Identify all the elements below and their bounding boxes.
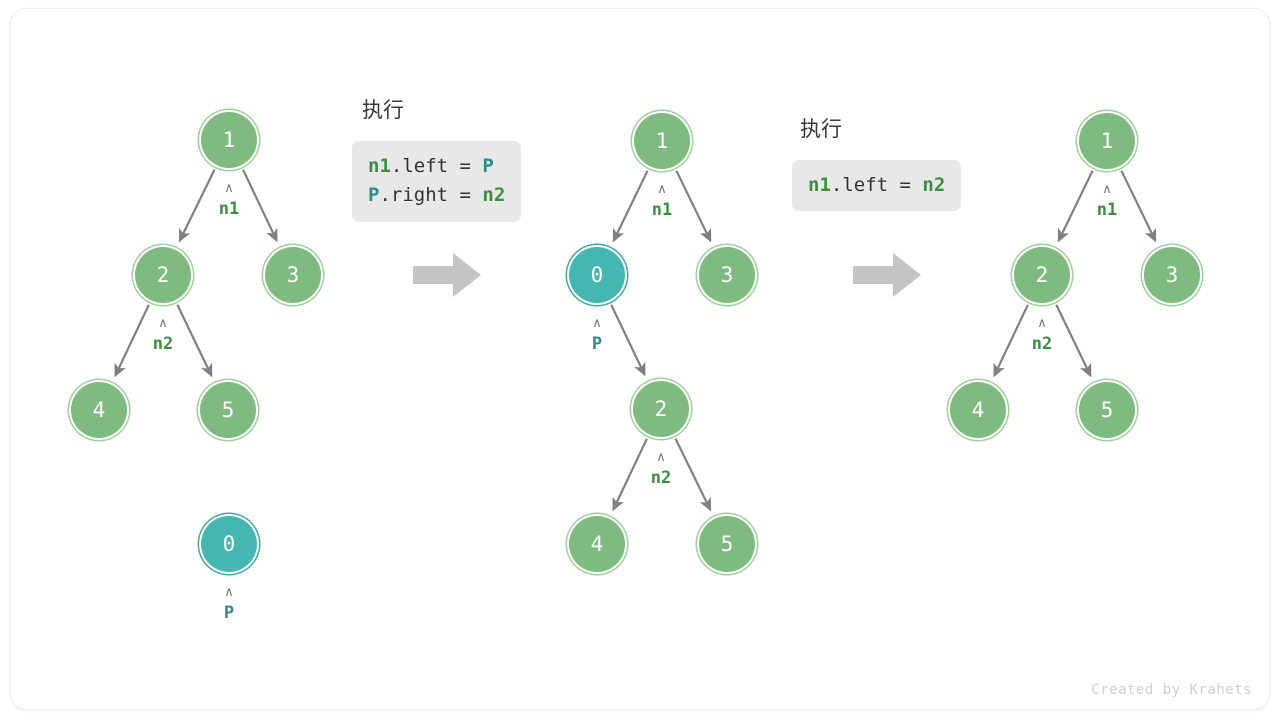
pointer-text: n2 (650, 468, 672, 488)
step-caption: 执行 (800, 117, 842, 141)
code-token: n1 (368, 155, 391, 177)
pointer-text: n2 (152, 334, 174, 354)
caret-icon: ∧ (158, 316, 168, 331)
tree-node-1: 1 (201, 112, 257, 168)
step-arrow-1-icon (413, 250, 481, 300)
caret-icon: ∧ (656, 450, 666, 465)
pointer-label-n2: ∧ n2 (1012, 317, 1072, 353)
caret-icon: ∧ (1037, 316, 1047, 331)
tree-node-2: 2 (1014, 247, 1070, 303)
code-line: P.right = n2 (368, 181, 505, 210)
caret-icon: ∧ (592, 316, 602, 331)
tree-node-1: 1 (634, 113, 690, 169)
code-snippet-step-2: n1.left = n2 (792, 160, 962, 212)
pointer-text: n1 (1096, 200, 1118, 220)
pointer-label-P: ∧P (199, 586, 259, 622)
caret-icon: ∧ (657, 182, 667, 197)
tree-node-1: 1 (1079, 113, 1135, 169)
tree-node-2: 2 (135, 247, 191, 303)
code-token: n2 (922, 174, 946, 196)
code-token: P (368, 184, 380, 207)
tree-node-5: 5 (1079, 382, 1135, 438)
step-arrow-2-icon (853, 250, 921, 300)
tree-node-3: 3 (1144, 247, 1200, 303)
pointer-label-n1: ∧ n1 (1077, 183, 1137, 219)
tree-node-3: 3 (699, 247, 755, 303)
tree-node-0: 0 (569, 247, 625, 303)
code-token: .right = (379, 184, 483, 207)
tree-node-4: 4 (950, 382, 1006, 438)
code-token: .left = (390, 155, 483, 177)
tree-node-5: 5 (200, 382, 256, 438)
tree-node-4: 4 (71, 382, 127, 438)
tree-node-3: 3 (265, 247, 321, 303)
pointer-label-n2: ∧ n2 (133, 317, 193, 353)
caret-icon: ∧ (1102, 182, 1112, 197)
pointer-label-P: ∧P (567, 317, 627, 353)
pointer-label-n1: ∧ n1 (199, 182, 259, 218)
caret-icon: ∧ (224, 181, 234, 196)
tree-node-0: 0 (201, 516, 257, 572)
pointer-text: n1 (218, 199, 240, 219)
pointer-label-n1: ∧ n1 (632, 183, 692, 219)
code-line: n1.left = P (368, 152, 505, 181)
pointer-label-n2: ∧ n2 (631, 451, 691, 487)
pointer-text: P (591, 334, 603, 354)
code-token: P (482, 155, 494, 177)
caret-icon: ∧ (224, 585, 234, 600)
pointer-text: P (223, 603, 235, 623)
watermark: Created by Krahets (1091, 682, 1252, 698)
step-caption: 执行 (362, 98, 404, 122)
pointer-text: n2 (1031, 334, 1053, 354)
tree-node-4: 4 (569, 516, 625, 572)
pointer-text: n1 (651, 200, 673, 220)
tree-node-2: 2 (633, 381, 689, 437)
code-token: n1 (808, 174, 831, 196)
code-line: n1.left = n2 (808, 171, 945, 200)
tree-node-5: 5 (699, 516, 755, 572)
code-token: .left = (830, 174, 923, 196)
code-token: n2 (482, 184, 506, 207)
